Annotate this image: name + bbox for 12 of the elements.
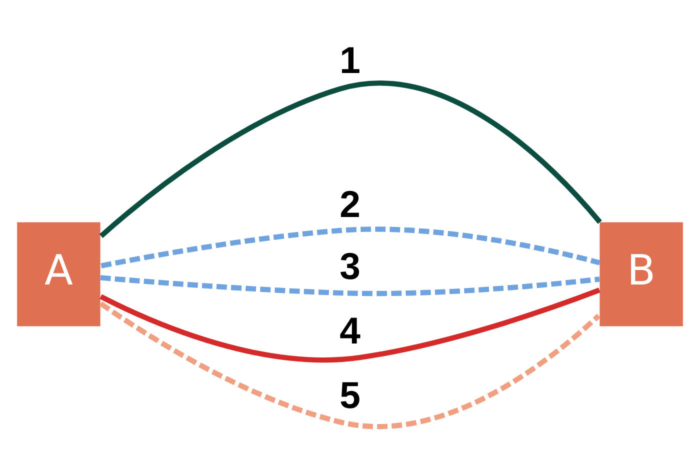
edge-label: 3 [340, 245, 360, 288]
edge-label: 5 [340, 374, 360, 416]
edge-label: 1 [340, 39, 360, 82]
edge-label: 2 [340, 182, 360, 225]
edge-label: 4 [340, 310, 360, 352]
connector [100, 275, 600, 296]
connector [100, 288, 600, 362]
node-box: B [600, 222, 683, 326]
node-box: A [17, 222, 100, 326]
connector [99, 301, 600, 429]
connector [99, 81, 602, 238]
connector [100, 226, 600, 268]
